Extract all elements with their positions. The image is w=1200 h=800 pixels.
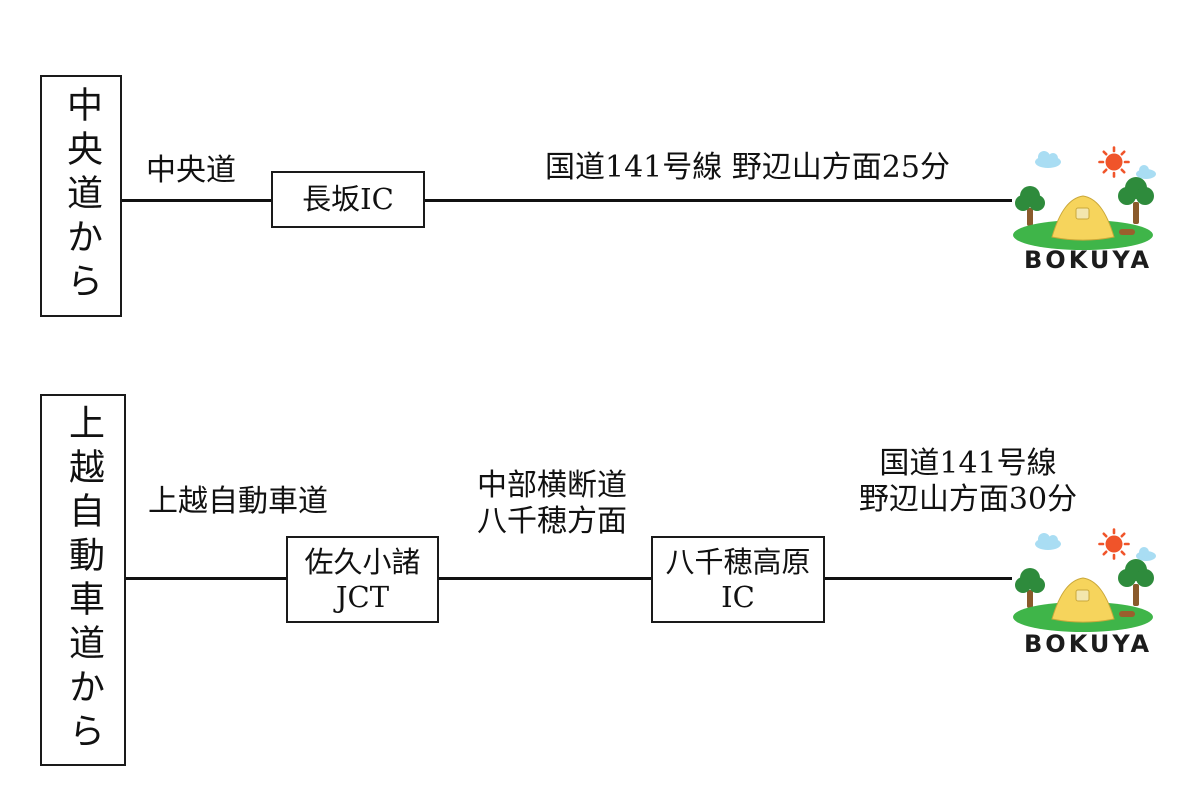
tree-icon	[1015, 559, 1154, 608]
route-line	[126, 577, 1012, 580]
junction-label-line1: 佐久小諸	[304, 544, 421, 579]
cloud-icon	[1035, 533, 1156, 561]
road-name-line2: 野辺山方面30分	[858, 482, 1078, 517]
log-icon	[1119, 611, 1135, 617]
road-name-label: 中央道	[146, 153, 236, 188]
road-name-line1: 国道141号線	[879, 446, 1057, 481]
junction-label-line2: JCT	[335, 579, 390, 614]
junction-box: 佐久小諸 JCT	[286, 536, 439, 623]
campsite-illustration	[1013, 146, 1156, 250]
interchange-label-line2: IC	[721, 579, 755, 614]
sun-icon	[1098, 146, 1130, 178]
road-name-label: 国道141号線 野辺山方面30分	[852, 446, 1084, 518]
interchange-label-line1: 八千穂高原	[665, 544, 811, 579]
route-origin-box: 上越自動車道から	[40, 394, 126, 766]
route-origin-label: 中央道から	[61, 86, 102, 306]
sun-icon	[1098, 528, 1130, 560]
tent-icon	[1051, 577, 1115, 623]
interchange-box: 長坂IC	[271, 171, 425, 228]
route-line	[122, 199, 1012, 202]
cloud-icon	[1035, 151, 1156, 179]
interchange-label: 長坂IC	[302, 182, 394, 217]
road-name-label: 中部横断道 八千穂方面	[462, 468, 642, 540]
tent-icon	[1051, 195, 1115, 241]
road-name-line1: 中部横断道	[477, 468, 627, 503]
log-icon	[1119, 229, 1135, 235]
route-origin-box: 中央道から	[40, 75, 122, 317]
campsite-illustration	[1013, 528, 1156, 632]
interchange-box: 八千穂高原 IC	[651, 536, 825, 623]
route-origin-label: 上越自動車道から	[63, 404, 104, 756]
destination-label: BOKUYA	[1024, 246, 1153, 274]
road-name-label: 国道141号線 野辺山方面25分	[545, 150, 950, 185]
road-name-label: 上越自動車道	[148, 484, 328, 519]
destination-label: BOKUYA	[1024, 630, 1153, 658]
road-name-line2: 八千穂方面	[477, 504, 627, 539]
tree-icon	[1015, 177, 1154, 226]
